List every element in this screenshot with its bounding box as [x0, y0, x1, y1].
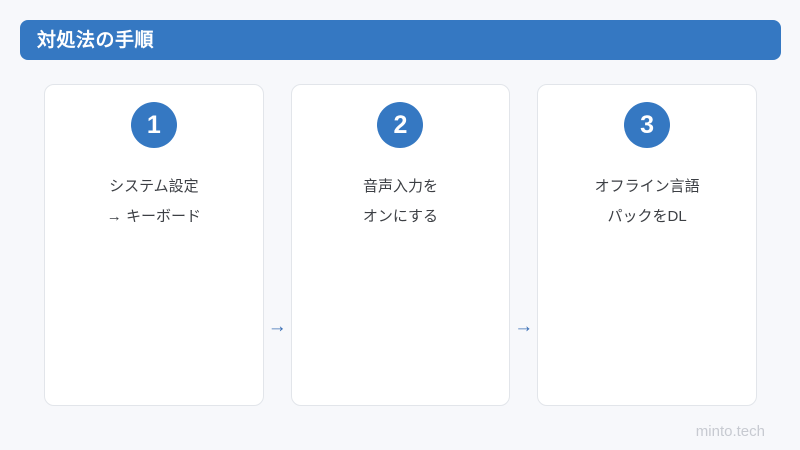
watermark: minto.tech [695, 423, 765, 440]
arrow-icon: → [267, 315, 287, 337]
step-label-line-1: 音声入力を [362, 178, 438, 195]
page-title: 対処法の手順 [37, 29, 155, 51]
step-label-line-2: パックをDL [607, 208, 687, 225]
header-banner: 対処法の手順 [20, 20, 781, 60]
step-card-2[interactable]: 2 音声入力を オンにする [290, 84, 511, 406]
step-label-line-2: → キーボード [106, 208, 201, 225]
step-number-badge: 2 [377, 102, 424, 148]
steps-container: 1 システム設定 → キーボード → 2 音声入力を オンにする → 3 オフラ… [44, 84, 757, 406]
step-label: システム設定 → キーボード [107, 172, 201, 232]
step-number-badge: 3 [624, 102, 671, 148]
step-number-badge: 1 [130, 102, 177, 148]
step-card-3[interactable]: 3 オフライン言語 パックをDL [537, 84, 757, 406]
step-label-line-1: システム設定 [109, 178, 199, 195]
step-label: 音声入力を オンにする [363, 172, 438, 232]
step-label-line-2: オンにする [362, 208, 439, 225]
step-card-1[interactable]: 1 システム設定 → キーボード [44, 84, 264, 406]
step-label: オフライン言語 パックをDL [595, 172, 700, 232]
step-label-line-1: オフライン言語 [594, 178, 700, 195]
arrow-icon: → [514, 315, 534, 337]
